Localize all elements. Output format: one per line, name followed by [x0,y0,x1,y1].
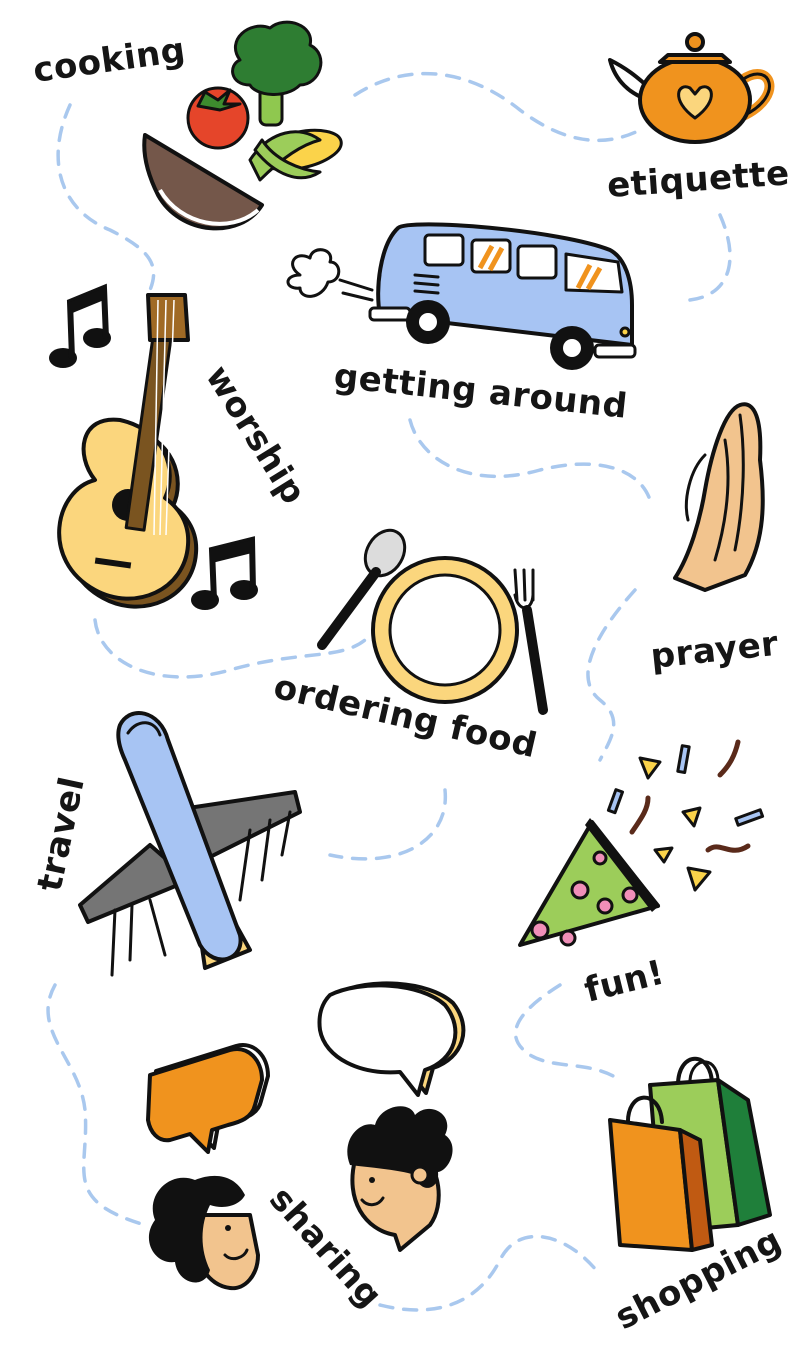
party-popper-icon [518,739,765,947]
plate-cutlery-icon [317,528,548,715]
guitar-icon [57,293,199,609]
label-worship: worship [197,359,313,512]
van-icon [286,222,637,370]
music-note-icon [49,283,111,368]
label-getting-around: getting around [332,356,629,427]
speech-bubble-icon [317,981,466,1097]
label-travel: travel [30,773,93,895]
teapot-heart-icon [608,32,775,144]
label-fun: fun! [581,952,669,1010]
airplane-icon [78,711,302,977]
speech-bubble-icon [146,1043,270,1154]
label-cooking: cooking [31,30,188,91]
music-note-icon [191,536,258,610]
dashed-route [46,71,732,1312]
person-icon [347,1106,453,1252]
label-etiquette: etiquette [606,153,791,206]
shopping-bags-icon [608,1056,772,1252]
label-prayer: prayer [649,624,780,677]
person-icon [148,1175,260,1291]
vegetables-bowl-icon [142,20,343,231]
praying-hands-icon [673,402,765,592]
